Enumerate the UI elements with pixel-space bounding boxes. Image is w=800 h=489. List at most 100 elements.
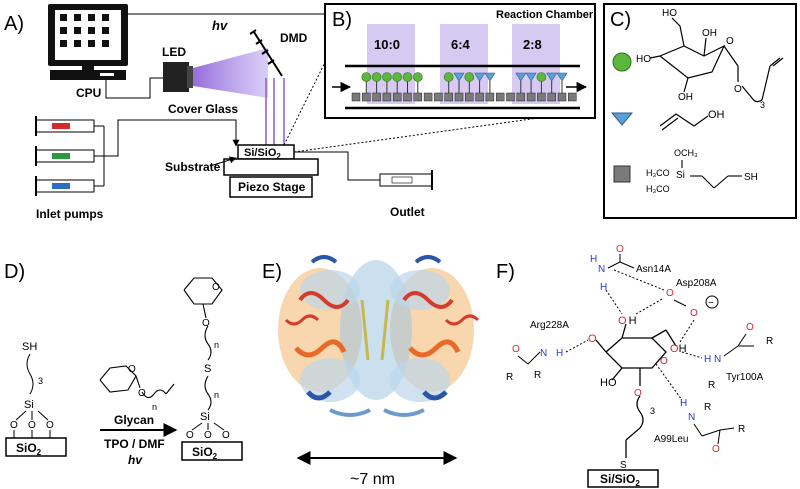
svg-text:O: O: [28, 420, 36, 431]
panel-label-f: F): [496, 261, 515, 283]
thiol-square: [392, 92, 402, 102]
svg-text:N: N: [540, 348, 547, 359]
svg-text:O: O: [212, 282, 220, 293]
svg-text:H₃CO: H₃CO: [646, 168, 670, 178]
arg228a-residue: Arg228A O R N H R: [506, 320, 569, 383]
tyr100a-residue: H N O R R Tyr100A: [704, 322, 773, 391]
panel-label-e: E): [262, 261, 282, 283]
panel-label-a: A): [4, 13, 24, 35]
svg-text:Si: Si: [676, 170, 685, 181]
panel-e: E) ~7 nm: [262, 255, 480, 488]
svg-text:OCH₃: OCH₃: [674, 148, 698, 158]
reaction-chamber-title: Reaction Chamber: [496, 9, 594, 21]
glycan-circle: [371, 72, 382, 82]
allyl-triangle: [453, 72, 465, 82]
allyl-triangle: [484, 72, 496, 82]
thiol-square: [475, 92, 484, 102]
svg-text:O: O: [712, 444, 720, 455]
thiol-square: [485, 92, 495, 102]
dmd-mirror-icon: [249, 29, 283, 77]
panel-label-c: C): [610, 9, 631, 31]
glycan-label: Glycan: [114, 413, 154, 427]
ratio-label-2: 6:4: [451, 37, 471, 52]
allyl-alcohol-structure: [659, 113, 709, 131]
allyl-triangle: [474, 72, 486, 82]
led-icon: [163, 62, 189, 92]
scale-label: ~7 nm: [350, 471, 395, 488]
svg-text:n: n: [214, 340, 219, 350]
thiol-square: [547, 92, 556, 102]
piezo-stage-label: Piezo Stage: [238, 180, 306, 194]
control-cable: [128, 13, 341, 30]
pump-fill-red: [52, 123, 70, 129]
oh-6: OH: [670, 343, 687, 355]
svg-text:Si/SiO2: Si/SiO2: [600, 472, 640, 488]
glycan-circle: [361, 72, 372, 82]
svg-text:Si: Si: [24, 399, 34, 411]
thiol-square: [444, 92, 453, 102]
surface-array: [351, 72, 577, 102]
si-sio2-label: Si/SiO2: [244, 147, 281, 161]
glycan-circle: [464, 72, 475, 82]
svg-text:S: S: [204, 363, 211, 375]
led-label: LED: [162, 45, 186, 59]
substrate-stage: [223, 158, 319, 176]
inlet-pump-2: [35, 146, 104, 166]
svg-text:H: H: [680, 398, 687, 409]
tyr100a-label: Tyr100A: [726, 372, 764, 383]
dmd-label: DMD: [280, 31, 308, 45]
svg-text:O: O: [46, 420, 54, 431]
svg-text:OH: OH: [678, 92, 693, 103]
asn14a-residue: H N H O Asn14A: [590, 244, 671, 293]
thiol-square: [454, 92, 464, 102]
thiol-square: [362, 92, 371, 102]
svg-text:SiO2: SiO2: [16, 441, 42, 457]
glycan-circle: [443, 72, 454, 82]
thiol-square: [537, 92, 546, 102]
thiol-square: [423, 92, 433, 102]
svg-text:H₃CO: H₃CO: [646, 184, 670, 194]
glycan-circle: [382, 72, 392, 82]
thiol-square: [465, 92, 474, 102]
panel-label-b: B): [332, 9, 352, 31]
thiol-square-icon: [613, 165, 631, 183]
svg-text:3: 3: [760, 100, 765, 110]
svg-text:N: N: [714, 354, 721, 365]
svg-text:O: O: [734, 84, 742, 95]
svg-text:O: O: [690, 308, 698, 319]
thiol-square: [372, 92, 381, 102]
asp208a-label: Asp208A: [676, 278, 717, 289]
piezo-stage: [229, 176, 313, 198]
svg-text:HO: HO: [662, 8, 677, 19]
silane-structure: OCH₃ H₃CO Si H₃CO SH: [646, 148, 758, 194]
panel-a: A) CPU LED hv DMD: [4, 4, 561, 221]
thiol-square: [495, 92, 505, 102]
glycan-surface: O O n S n Si O O O SiO2: [181, 277, 243, 461]
region-3: [512, 24, 560, 104]
hv-label: hv: [212, 18, 228, 33]
ratio-label-3: 2:8: [523, 37, 542, 52]
inlet-pump-3: [35, 176, 104, 196]
hydrogen-bonds: [565, 269, 703, 401]
svg-text:SH: SH: [22, 341, 37, 353]
svg-text:R: R: [708, 380, 715, 391]
cpu-label: CPU: [76, 86, 101, 100]
glycan-circle-icon: [612, 52, 632, 72]
svg-text:R: R: [704, 402, 711, 413]
outlet-label: Outlet: [390, 205, 425, 219]
panel-d: D) SH 3 Si O O O SiO2 O O n: [4, 261, 243, 467]
svg-text:O: O: [128, 364, 136, 375]
svg-text:H: H: [704, 354, 711, 365]
thiol-square: [382, 92, 392, 102]
svg-text:R: R: [506, 372, 513, 383]
svg-text:H: H: [556, 348, 563, 359]
svg-text:O: O: [10, 420, 18, 431]
svg-text:R: R: [738, 424, 745, 435]
thiol-square: [557, 92, 567, 102]
allyl-oh-label: OH: [708, 109, 725, 121]
a99leu-label: A99Leu: [654, 434, 688, 445]
oh-4: O: [588, 333, 597, 345]
glycan-reagent: [99, 365, 175, 399]
outlet-tubing: [294, 151, 380, 181]
